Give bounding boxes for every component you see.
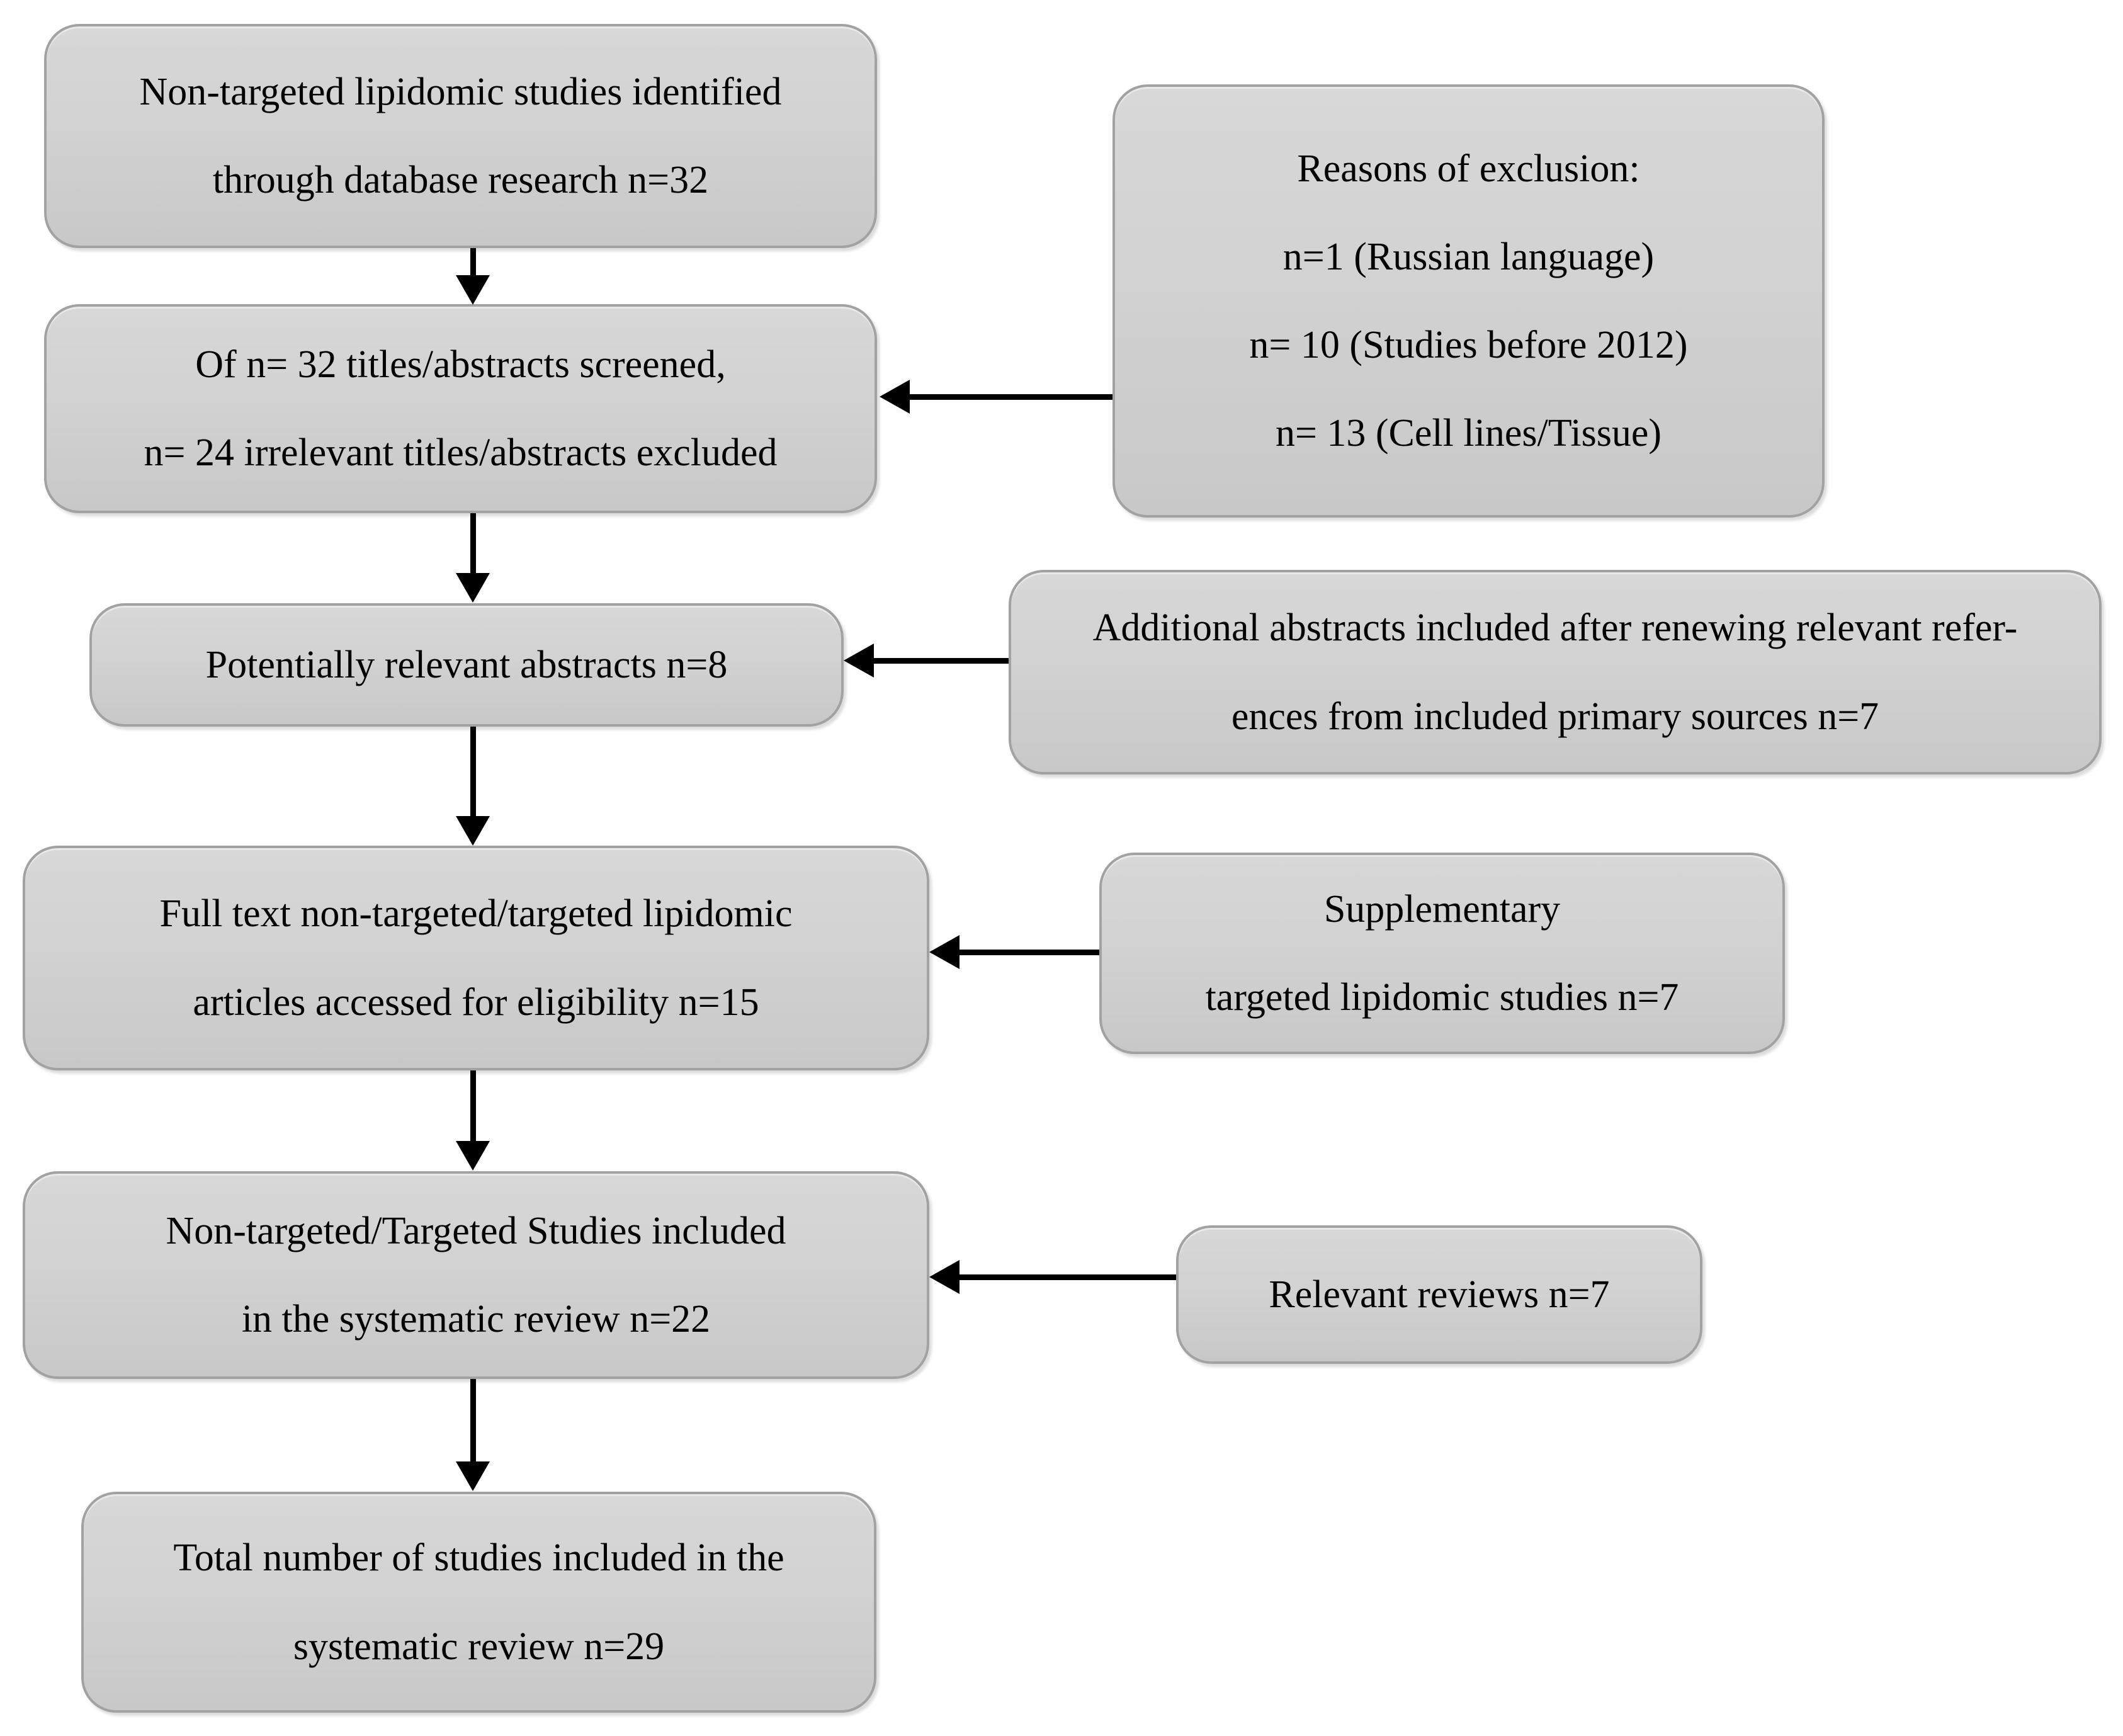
arrow-fulltext-to-included-head-icon [456, 1141, 490, 1171]
box-total-studies-line: systematic review n=29 [293, 1625, 665, 1668]
arrow-reviews-to-included-head-icon [929, 1260, 960, 1294]
arrow-included-to-total-shaft [470, 1379, 476, 1463]
box-studies-identified-line: Non-targeted lipidomic studies identifie… [139, 70, 782, 113]
box-studies-included-review: Non-targeted/Targeted Studies included i… [23, 1171, 929, 1379]
box-reasons-of-exclusion: Reasons of exclusion: n=1 (Russian langu… [1112, 84, 1825, 518]
box-studies-identified-line: through database research n=32 [212, 159, 709, 201]
box-reasons-of-exclusion-line: Reasons of exclusion: [1297, 147, 1640, 190]
arrow-screened-to-relevant-shaft [470, 513, 476, 574]
box-total-studies-line: Total number of studies included in the [173, 1536, 784, 1580]
arrow-additional-to-relevant-head-icon [844, 644, 874, 678]
arrow-supplementary-to-fulltext-head-icon [929, 935, 960, 969]
arrow-fulltext-to-included-shaft [470, 1070, 476, 1142]
box-relevant-reviews: Relevant reviews n=7 [1176, 1225, 1702, 1364]
box-relevant-reviews-line: Relevant reviews n=7 [1269, 1273, 1610, 1316]
box-potentially-relevant-abstracts-line: Potentially relevant abstracts n=8 [205, 643, 728, 686]
box-reasons-of-exclusion-line: n= 13 (Cell lines/Tissue) [1275, 412, 1662, 455]
arrow-exclusion-to-screened-shaft [909, 394, 1112, 400]
box-supplementary-targeted-studies-line: Supplementary [1323, 887, 1561, 931]
arrow-relevant-to-fulltext-head-icon [456, 816, 490, 846]
arrow-supplementary-to-fulltext-shaft [958, 950, 1099, 955]
arrow-additional-to-relevant-shaft [873, 658, 1009, 664]
arrow-included-to-total-head-icon [456, 1461, 490, 1491]
box-total-studies: Total number of studies included in the … [81, 1492, 876, 1713]
box-additional-abstracts: Additional abstracts included after rene… [1009, 570, 2102, 774]
box-supplementary-targeted-studies-line: targeted lipidomic studies n=7 [1205, 976, 1679, 1019]
box-studies-identified: Non-targeted lipidomic studies identifie… [44, 24, 877, 248]
arrow-identified-to-screened-shaft [470, 248, 476, 276]
box-titles-abstracts-screened: Of n= 32 titles/abstracts screened, n= 2… [44, 304, 877, 513]
box-potentially-relevant-abstracts: Potentially relevant abstracts n=8 [89, 603, 844, 727]
box-titles-abstracts-screened-line: n= 24 irrelevant titles/abstracts exclud… [144, 431, 778, 474]
box-supplementary-targeted-studies: Supplementary targeted lipidomic studies… [1099, 853, 1785, 1054]
arrow-relevant-to-fulltext-shaft [470, 727, 476, 817]
arrow-reviews-to-included-shaft [958, 1274, 1176, 1280]
box-reasons-of-exclusion-line: n=1 (Russian language) [1282, 235, 1655, 278]
box-studies-included-review-line: in the systematic review n=22 [241, 1298, 711, 1341]
box-studies-included-review-line: Non-targeted/Targeted Studies included [166, 1209, 786, 1252]
box-titles-abstracts-screened-line: Of n= 32 titles/abstracts screened, [195, 343, 726, 386]
box-full-text-eligibility-line: Full text non-targeted/targeted lipidomi… [159, 892, 793, 936]
box-full-text-eligibility: Full text non-targeted/targeted lipidomi… [23, 846, 929, 1070]
arrow-screened-to-relevant-head-icon [456, 573, 490, 603]
box-additional-abstracts-line: Additional abstracts included after rene… [1092, 606, 2018, 650]
box-reasons-of-exclusion-line: n= 10 (Studies before 2012) [1249, 324, 1688, 366]
arrow-exclusion-to-screened-head-icon [880, 380, 910, 414]
arrow-identified-to-screened-head-icon [456, 275, 490, 305]
box-full-text-eligibility-line: articles accessed for eligibility n=15 [193, 980, 759, 1024]
box-additional-abstracts-line: ences from included primary sources n=7 [1231, 695, 1879, 738]
